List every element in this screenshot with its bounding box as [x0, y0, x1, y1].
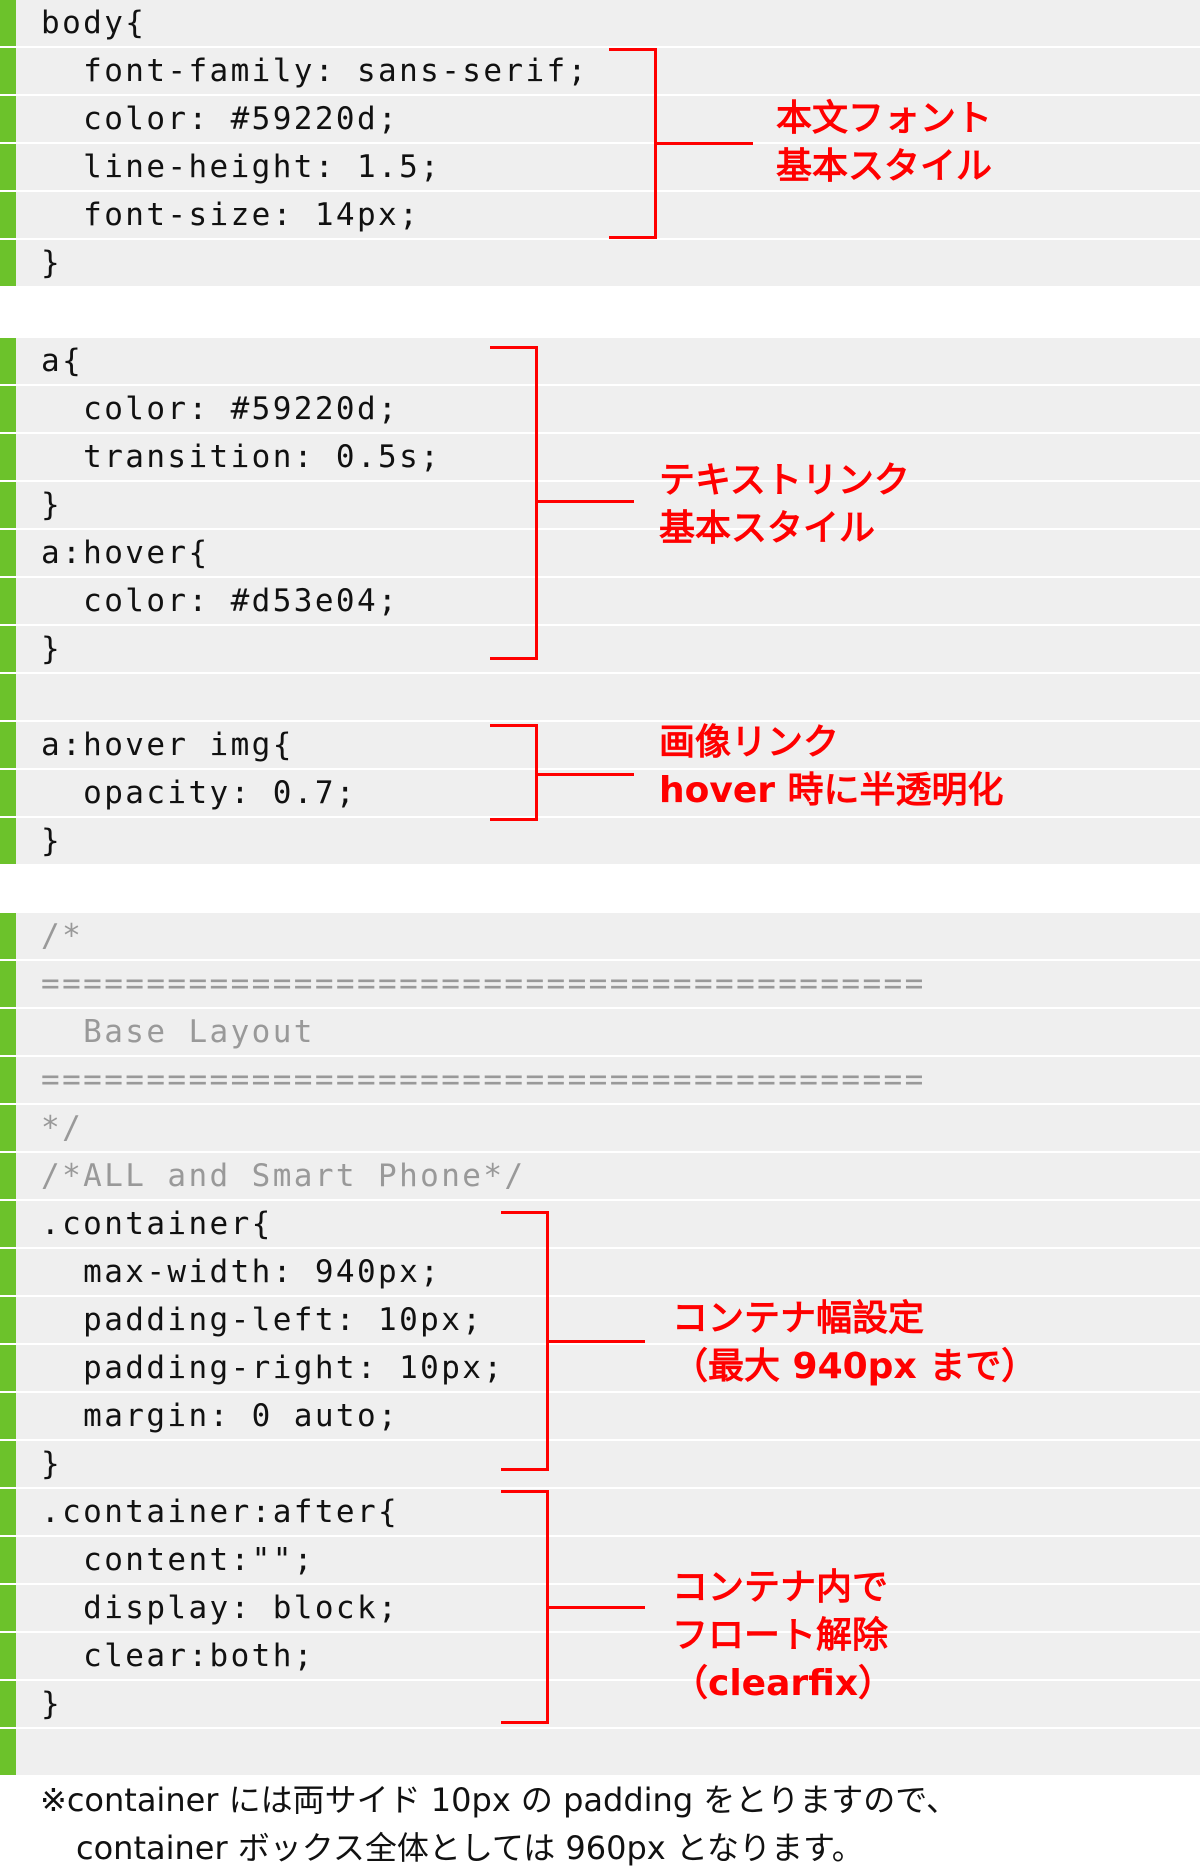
code-comment-line: ========================================…: [0, 1057, 1200, 1105]
code-line: }: [41, 823, 63, 859]
annotation-line: 基本スタイル: [776, 146, 993, 187]
annotation-line: （最大 940px まで）: [672, 1346, 1038, 1387]
code-line: a{: [0, 338, 1200, 386]
bracket: [609, 48, 657, 239]
annotation-label: テキストリンク基本スタイル: [659, 457, 910, 553]
annotation-label: 画像リンク hover 時に半透明化: [659, 719, 1004, 815]
code-line: }: [0, 1441, 1200, 1489]
code-line: font-family: sans-serif;: [0, 48, 1200, 96]
annotation-label: コンテナ内でフロート解除 （clearfix）: [672, 1564, 894, 1708]
code-line: clear:both;: [0, 1633, 1200, 1681]
annotation-line: 本文フォント: [776, 98, 993, 139]
code-line: font-size: 14px;: [0, 192, 1200, 240]
code-line: }: [41, 245, 63, 281]
bracket-pointer: [538, 500, 634, 503]
annotation-line: コンテナ幅設定: [672, 1298, 925, 1339]
code-line: opacity: 0.7;: [0, 770, 1200, 818]
annotation-label: 本文フォント基本スタイル: [776, 95, 992, 191]
code-line: color: #d53e04;: [0, 578, 1200, 626]
code-line: a:hover img{: [0, 722, 1200, 770]
code-line: body{: [0, 0, 1200, 48]
bracket-pointer: [538, 773, 634, 776]
bracket-pointer: [657, 142, 753, 145]
code-comment-line: /*ALL and Smart Phone*/: [0, 1153, 1200, 1201]
code-line: line-height: 1.5;: [0, 144, 1200, 192]
code-comment-line: ========================================…: [0, 961, 1200, 1009]
bracket: [501, 1211, 549, 1471]
code-line: [0, 674, 1200, 722]
code-line: margin: 0 auto;: [0, 1393, 1200, 1441]
code-comment-line: /*: [0, 913, 1200, 961]
code-comment-line: Base Layout: [0, 1009, 1200, 1057]
code-line: padding-left: 10px;: [0, 1297, 1200, 1345]
footer-note-line-2: container ボックス全体としては 960px となります。: [76, 1829, 864, 1867]
code-line: }: [0, 626, 1200, 674]
annotation-line: テキストリンク: [659, 460, 910, 501]
code-block: /*======================================…: [0, 913, 1200, 1775]
code-line: a:hover{: [0, 530, 1200, 578]
code-line: display: block;: [0, 1585, 1200, 1633]
footer-note-line-1: ※container には両サイド 10px の padding をとりますので…: [40, 1781, 959, 1819]
annotation-line: 基本スタイル: [659, 508, 876, 549]
code-line: .container{: [0, 1201, 1200, 1249]
code-line: transition: 0.5s;: [0, 434, 1200, 482]
code-line: content:"";: [0, 1537, 1200, 1585]
bracket-pointer: [549, 1340, 645, 1343]
code-line: padding-right: 10px;: [0, 1345, 1200, 1393]
bracket-pointer: [549, 1606, 645, 1609]
bracket: [501, 1490, 549, 1724]
accent-bar: [0, 338, 16, 864]
annotation-label: コンテナ幅設定 （最大 940px まで）: [672, 1295, 1037, 1391]
code-line: .container:after{: [0, 1489, 1200, 1537]
code-line: max-width: 940px;: [0, 1249, 1200, 1297]
code-line: }: [0, 482, 1200, 530]
annotation-line: フロート解除: [672, 1615, 889, 1656]
code-line: }: [0, 1681, 1200, 1729]
bracket: [490, 346, 538, 660]
code-block: a{ color: #59220d; transition: 0.5s;}a:h…: [0, 338, 1200, 864]
code-line: color: #59220d;: [0, 96, 1200, 144]
annotation-line: コンテナ内で: [672, 1567, 889, 1608]
annotation-line: 画像リンク: [659, 722, 840, 763]
code-comment-line: */: [0, 1105, 1200, 1153]
code-line: [0, 1729, 1200, 1775]
annotation-line: （clearfix）: [672, 1663, 895, 1704]
code-line: color: #59220d;: [0, 386, 1200, 434]
bracket: [490, 724, 538, 821]
annotation-line: hover 時に半透明化: [659, 770, 1004, 811]
code-block: body{ font-family: sans-serif; color: #5…: [0, 0, 1200, 286]
